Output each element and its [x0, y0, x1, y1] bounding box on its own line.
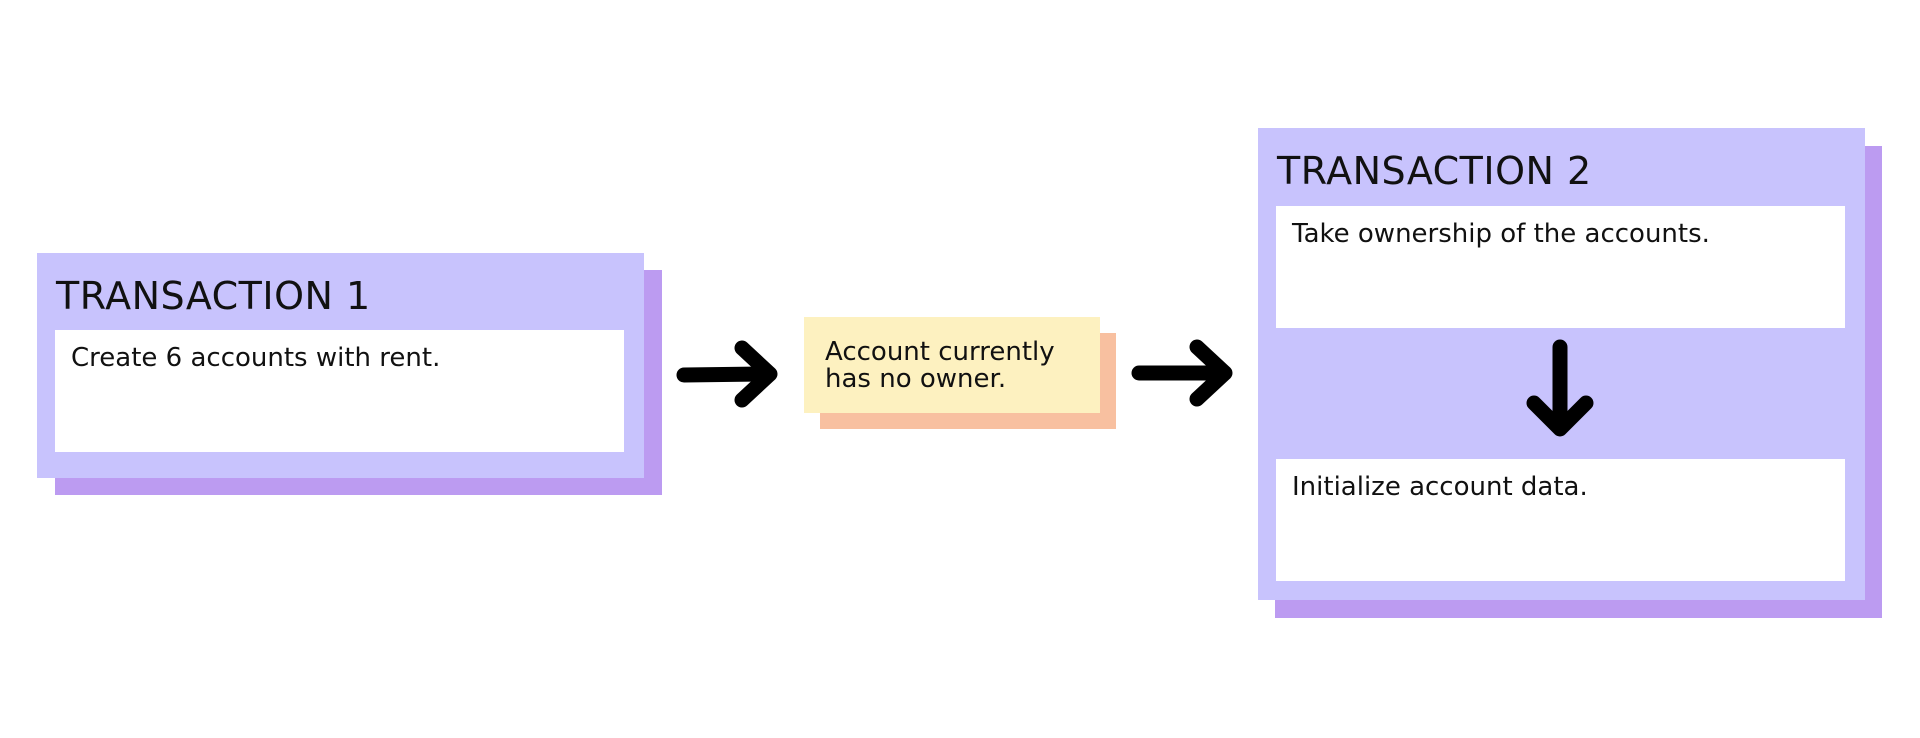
- transaction-2-title: TRANSACTION 2: [1277, 149, 1592, 193]
- note-text: Account currently has no owner.: [825, 337, 1055, 395]
- transaction-2-panel: TRANSACTION 2 Take ownership of the acco…: [1258, 128, 1865, 600]
- arrow-down-icon: [1526, 339, 1594, 437]
- transaction-1-title: TRANSACTION 1: [56, 274, 371, 318]
- arrow-right-icon: [1131, 339, 1233, 407]
- transaction-1-panel: TRANSACTION 1 Create 6 accounts with ren…: [37, 253, 644, 478]
- transaction-1-step-text: Create 6 accounts with rent.: [71, 343, 441, 373]
- arrow-right-icon: [676, 340, 778, 408]
- transaction-2-step-1-box: Take ownership of the accounts.: [1276, 206, 1845, 328]
- note-card: Account currently has no owner.: [804, 317, 1100, 413]
- transaction-2-step-2-box: Initialize account data.: [1276, 459, 1845, 581]
- transaction-1-step-box: Create 6 accounts with rent.: [55, 330, 624, 452]
- transaction-2-step-1-text: Take ownership of the accounts.: [1292, 219, 1710, 249]
- transaction-2-step-2-text: Initialize account data.: [1292, 472, 1588, 502]
